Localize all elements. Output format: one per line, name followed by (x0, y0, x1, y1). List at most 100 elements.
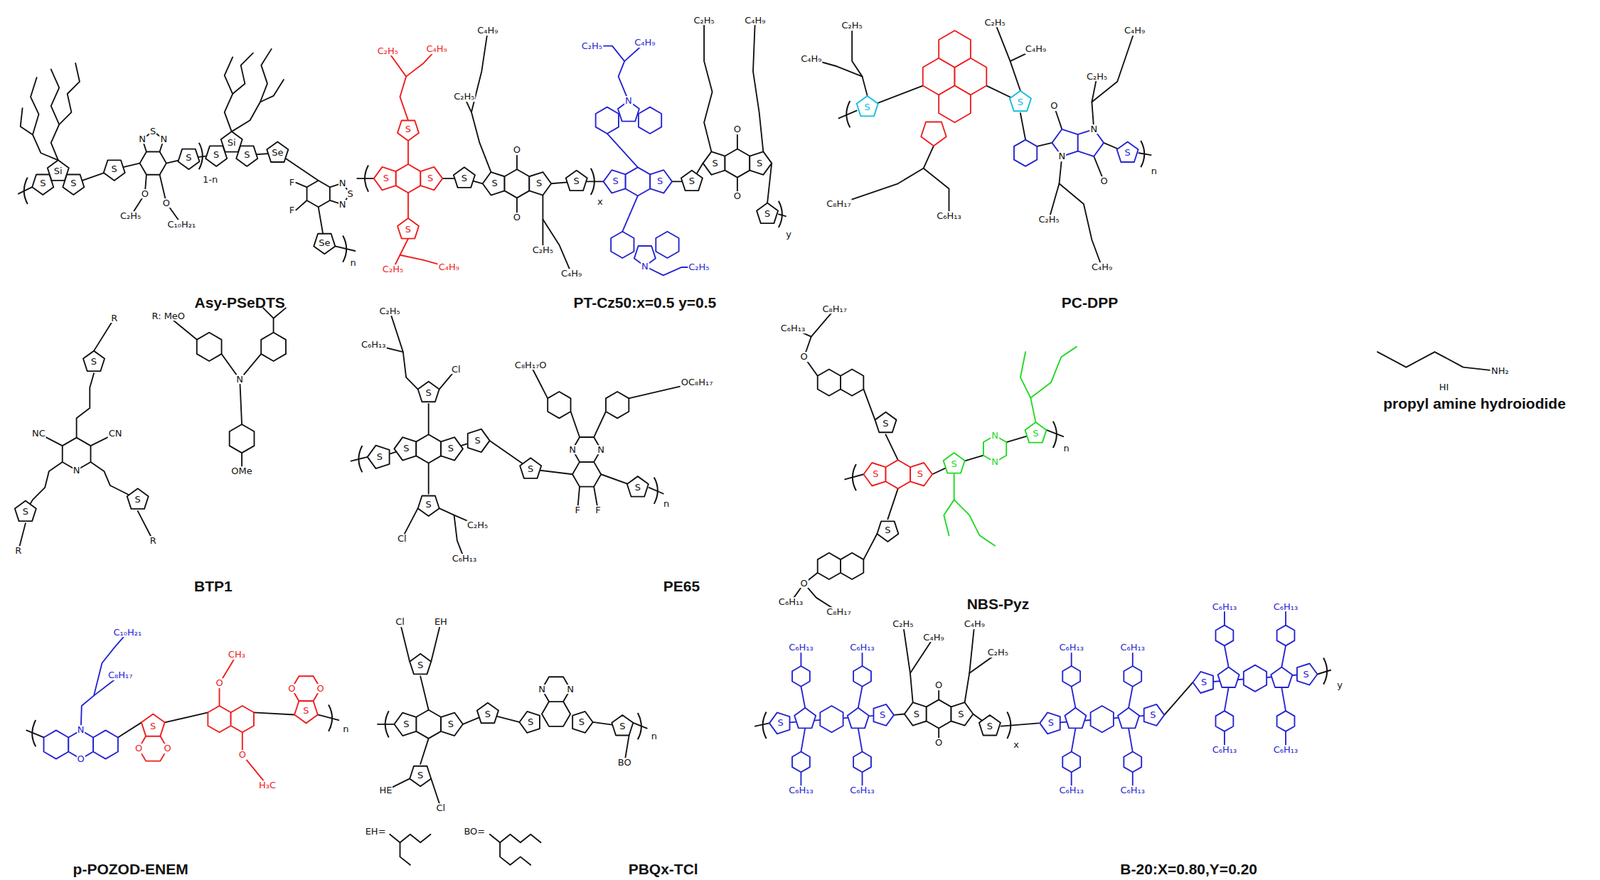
atom-label: C₈H₁₇ (822, 304, 849, 315)
atom-label: C₄H₉ (633, 37, 656, 48)
atom-label: O (512, 212, 522, 223)
atom-label: S (447, 719, 455, 730)
atom-label: OC₈H₁₇ (680, 377, 714, 388)
atom-label: n (1150, 166, 1158, 177)
five-ring (409, 654, 431, 675)
atom-label: C₂H₅ (1085, 71, 1108, 82)
five-ring (529, 172, 552, 195)
five-ring (294, 701, 318, 724)
atom-label: S (611, 177, 619, 188)
polymer-bracket (1053, 421, 1057, 448)
atom-label: C₂H₅ (531, 245, 554, 256)
bond-line (844, 474, 864, 480)
six-ring (819, 706, 843, 733)
atom-label: C₂H₅ (119, 211, 142, 222)
atom-label: O (1049, 100, 1059, 111)
bond-line (239, 379, 242, 425)
five-ring (1117, 708, 1140, 729)
atom-label: N (1058, 151, 1067, 162)
atom-label: C₂H₅ (987, 648, 1010, 659)
five-ring (440, 437, 463, 461)
atom-label: S (484, 709, 492, 720)
bond-line (295, 182, 307, 188)
atom-label: F (573, 505, 581, 516)
bond-line (420, 738, 429, 765)
five-ring (1117, 141, 1139, 163)
five-ring (1009, 91, 1032, 112)
bond-line (541, 195, 544, 251)
bond-line (1091, 76, 1097, 130)
atom-label: C₆H₁₃ (787, 642, 815, 653)
atom-label: EH= (364, 827, 387, 837)
atom-label: O (934, 738, 943, 749)
atom-label: S (416, 770, 424, 781)
five-ring (910, 462, 933, 486)
six-ring (625, 167, 650, 196)
five-ring (794, 708, 816, 729)
bond-line (994, 22, 1021, 92)
six-ring (1243, 665, 1267, 692)
atom-label: C₄H₉ (922, 632, 945, 643)
atom-label: N (568, 445, 577, 456)
polymer-bracket (637, 713, 642, 740)
atom-label: S (460, 173, 468, 184)
six-ring (93, 730, 119, 759)
five-ring (141, 713, 165, 736)
atom-label: C₆H₁₃ (360, 339, 387, 350)
atom-label: CN (108, 428, 124, 439)
bond-line (400, 622, 411, 662)
atom-label: N (159, 134, 168, 145)
atom-label: S (526, 717, 535, 728)
atom-label: S (916, 469, 924, 480)
atom-label: S (473, 435, 481, 446)
atom-label: S (404, 224, 412, 235)
six-ring (840, 553, 864, 580)
atom-label: S (134, 494, 142, 505)
atom-label: S (864, 102, 872, 113)
atom-label: S (1016, 97, 1024, 108)
atom-label: S (1149, 710, 1157, 721)
six-ring (207, 706, 231, 733)
bond-line (1128, 728, 1133, 753)
bond-line (464, 96, 492, 173)
atom-label: 1-n (201, 174, 219, 185)
bond-line (30, 77, 39, 135)
six-ring (1216, 625, 1234, 647)
atom-label: S (149, 126, 157, 137)
atom-label: C₆H₁₃ (1120, 642, 1147, 653)
atom-label: C₄H₉ (560, 268, 583, 279)
atom-label: Cl (450, 364, 462, 375)
atom-label: C₆H₁₃ (849, 785, 876, 796)
atom-label: C₂H₅ (692, 15, 715, 26)
atom-label: N (338, 178, 348, 189)
atom-label: O (934, 680, 943, 691)
atom-label: C₄H₉ (438, 262, 461, 273)
bond-line (591, 46, 629, 101)
bond-line (76, 373, 94, 438)
six-ring (231, 706, 254, 733)
bond-line (428, 462, 430, 494)
bond-line (387, 51, 409, 121)
compound-name: propyl amine hydroiodide (1382, 396, 1567, 412)
atom-label: C₂H₅ (983, 17, 1006, 28)
bond-line (1071, 686, 1076, 709)
compound-name: PBQx-TCl (627, 861, 700, 878)
five-ring (1039, 712, 1061, 734)
bond-line (1377, 352, 1500, 372)
compound-name: Asy-PSeDTS (194, 295, 286, 311)
bond-line (649, 487, 664, 495)
atom-label: C₈H₁₇ (825, 199, 852, 210)
six-ring (605, 391, 629, 419)
atom-label: S (376, 452, 384, 463)
compound-name: PC-DPP (1060, 295, 1119, 311)
bond-line (1058, 183, 1102, 268)
five-ring (863, 462, 886, 486)
bond-line (923, 168, 950, 217)
five-ring (393, 437, 416, 461)
polymer-bracket (778, 201, 783, 228)
five-ring (703, 151, 726, 175)
bond-line (499, 842, 531, 866)
bond-line (1281, 645, 1286, 668)
bond-line (317, 714, 340, 721)
atom-label: C₂H₅ (466, 520, 489, 531)
